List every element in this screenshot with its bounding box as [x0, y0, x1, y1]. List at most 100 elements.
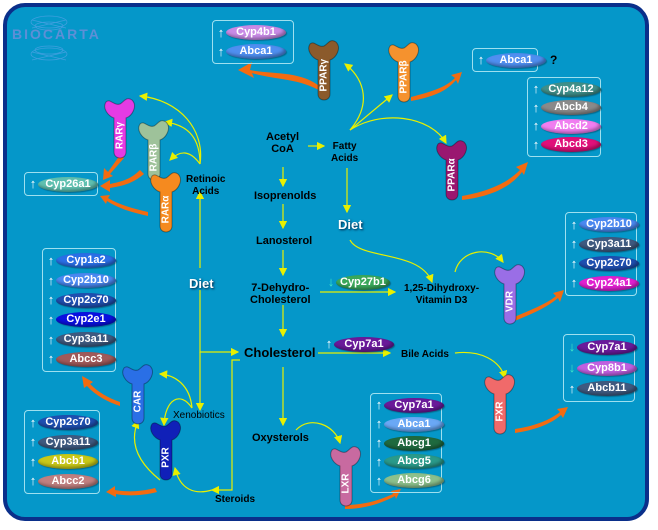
gene-pill: Cyp2b10	[56, 273, 116, 288]
arrow-bile-fxr	[454, 351, 508, 380]
gene-box-ppar-gamma	[212, 20, 294, 64]
gene-box-pxr	[24, 410, 100, 494]
enzyme-cyp7a1: ↑ Cyp7a1	[324, 336, 394, 352]
gene-pill: Abca1	[226, 44, 286, 59]
gene-row: ↑Cyp2c70	[569, 256, 639, 272]
arrow-up-icon: ↑	[568, 380, 576, 396]
arrow-down-icon: ↓	[568, 360, 576, 375]
receptor-label: PPARγ	[318, 58, 330, 92]
receptor-rar-alpha: RARα	[150, 170, 182, 239]
arrow-up-icon: ↑	[375, 397, 383, 413]
gene-pill: Cyp4b1	[226, 25, 286, 40]
gene-pill: Cyp3a11	[579, 236, 639, 252]
gene-row: ↓Cyp7a1	[567, 339, 637, 355]
receptor-label: FXR	[494, 401, 506, 422]
receptor-label: PPARβ	[398, 60, 410, 94]
gene-pill: Cyp4a12	[541, 81, 601, 97]
gene-pill: Abca1	[486, 52, 546, 68]
gene-row: ↑Cyp2b10	[569, 217, 639, 233]
gene-pill: Cyp2c70	[38, 415, 98, 431]
receptor-label: LXR	[340, 473, 352, 494]
biocarta-logo-mesh-icon	[30, 15, 68, 61]
diet-right: Diet	[338, 217, 363, 232]
gene-row: ↑Abcg1	[374, 435, 444, 451]
arrow-vitd-vdr	[454, 251, 504, 273]
gene-pill: Cyp24a1	[579, 275, 639, 291]
metabolite-bile-acids: Bile Acids	[401, 349, 449, 360]
arrow-up-icon: ↑	[217, 43, 225, 59]
receptor-ppar-beta: PPARβ	[388, 40, 420, 109]
gene-row: ↑Abcb4	[531, 100, 601, 116]
gene-row: ↑Cyp24a1	[569, 275, 639, 291]
receptor-car: CAR	[122, 362, 154, 431]
receptor-label: RARγ	[114, 121, 126, 150]
receptor-shape-icon	[138, 120, 169, 181]
gene-row: ↑Cyp7a1	[374, 397, 444, 413]
arrow-down-icon: ↓	[568, 339, 576, 355]
metabolite-vitamin-d3: 1,25-Dihydroxy- Vitamin D3	[404, 283, 480, 306]
metabolite-retinoic-acids: Retinoic Acids	[186, 174, 226, 197]
gene-pill: Abca1	[384, 416, 444, 432]
gene-pill: Abcg6	[384, 473, 444, 489]
metabolite-oxysterols: Oxysterols	[252, 432, 309, 444]
gene-row: ↑Cyp4b1	[216, 25, 286, 41]
arrow-car-genes	[82, 376, 120, 406]
gene-pill: Abcg1	[384, 435, 444, 451]
arrow-vdr-genes	[512, 290, 564, 322]
enzyme-cyp27b1: ↓ Cyp27b1	[326, 274, 390, 290]
arrow-up-icon: ↑	[29, 473, 37, 489]
arrow-up-icon: ↑	[570, 255, 578, 271]
metabolite-isoprenoids: Isoprenolds	[254, 190, 317, 202]
gene-row: ↑Abcd3	[531, 137, 601, 153]
receptor-vdr: VDR	[494, 262, 526, 331]
gene-pill: Cyp8b1	[577, 360, 637, 376]
gene-row: ↑Cyp2e1	[46, 312, 116, 328]
gene-pill: Cyp1a2	[56, 253, 116, 269]
gene-pill: Abcb1	[38, 454, 98, 470]
arrow-pxr-genes	[106, 486, 157, 497]
receptor-shape-icon	[388, 42, 419, 103]
receptor-label: RARβ	[148, 143, 160, 172]
receptor-shape-icon	[330, 446, 361, 507]
arrow-up-icon: ↑	[375, 453, 383, 469]
metabolite-7-dehydrocholesterol: 7-Dehydro- Cholesterol	[250, 282, 311, 306]
gene-row: ↓Cyp8b1	[567, 360, 637, 376]
arrow-up-icon: ↑	[375, 472, 383, 488]
gene-pill: Abcb11	[577, 381, 637, 397]
gene-row: ↑Abcc3	[46, 351, 116, 367]
gene-pill: Cyp2b10	[579, 217, 639, 233]
arrow-fatty-pparg	[344, 63, 364, 131]
gene-row: ↑Abcg6	[374, 473, 444, 489]
gene-row: ↑Abcc2	[28, 473, 98, 489]
gene-pill: Cyp26a1	[38, 176, 98, 192]
gene-pill: Abcc2	[38, 473, 98, 489]
receptor-shape-icon	[494, 264, 525, 325]
arrow-down-icon: ↓	[327, 274, 335, 289]
gene-pill: Abcg5	[384, 454, 444, 470]
receptor-shape-icon	[484, 374, 515, 435]
arrow-oxysterols-lxr	[295, 422, 343, 445]
arrow-fatty-ppara	[349, 117, 447, 145]
arrow-up-icon: ↑	[47, 252, 55, 268]
gene-pill: Cyp7a1	[577, 339, 637, 355]
arrow-fxr-genes	[515, 407, 568, 433]
receptor-rar-beta: RARβ	[138, 118, 170, 187]
arrow-up-icon: ↑	[532, 81, 540, 97]
arrow-cholesterol-steroids	[210, 359, 240, 495]
gene-pill: Cyp3a11	[38, 434, 98, 450]
arrow-rarb-genes	[100, 170, 144, 192]
arrow-xeno-car	[158, 370, 193, 409]
receptor-ppar-alpha: PPARα	[436, 138, 468, 207]
gene-row: ↑Abca1?	[476, 52, 557, 68]
gene-row: ↑Cyp2b10	[46, 273, 116, 289]
arrow-xeno-pxr	[160, 398, 193, 427]
gene-pill: Cyp7a1	[334, 336, 394, 352]
arrow-rarg-genes	[103, 155, 124, 180]
gene-row: ↑Abcb1	[28, 454, 98, 470]
arrow-retinoic-rara	[169, 151, 201, 165]
arrow-lxr-genes	[345, 489, 401, 509]
receptor-label: PPARα	[446, 158, 458, 192]
arrow-up-icon: ↑	[570, 236, 578, 252]
metabolite-lanosterol: Lanosterol	[256, 235, 313, 247]
gene-row: ↑Cyp4a12	[531, 81, 601, 97]
